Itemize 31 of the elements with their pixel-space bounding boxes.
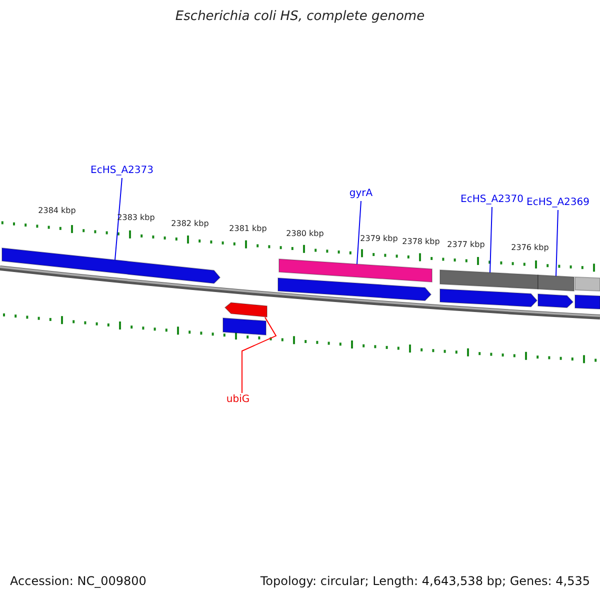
scale-label: 2381 kbp [229,224,267,234]
genome-info-text: Topology: circular; Length: 4,643,538 bp; Genes: 4,535 [260,575,590,589]
accession-text: Accession: NC_009800 [10,575,146,589]
gene-feature [574,276,600,292]
leader-line [490,206,492,274]
scale-label: 2384 kbp [38,206,76,216]
scale-label: 2378 kbp [402,237,440,246]
scale-label: 2382 kbp [171,219,209,228]
leader-line [356,200,362,265]
gene-label: ubiG [226,394,250,406]
gene-feature [574,294,600,310]
gene-label: EcHS_A2370 [460,194,524,206]
gene-label: gyrA [349,188,373,200]
scale-label: 2377 kbp [447,240,485,250]
map-title: Escherichia coli HS, complete genome [175,10,425,25]
gene-feature [224,302,268,318]
gene-feature [440,269,538,290]
gene-label: EcHS_A2369 [526,197,590,208]
gene-feature [222,317,266,336]
scale-label: 2376 kbp [511,243,549,252]
gene-feature [538,293,574,308]
scale-label: 2380 kbp [286,229,324,238]
leader-line [114,178,122,260]
gene-feature [278,258,432,283]
gene-feature [538,274,574,292]
leader-line [556,210,558,276]
gene-label: EcHS_A2373 [90,165,154,176]
gene-feature [278,277,432,302]
leader-line [242,316,277,394]
scale-label: 2379 kbp [360,234,398,244]
gene-feature [2,247,221,284]
